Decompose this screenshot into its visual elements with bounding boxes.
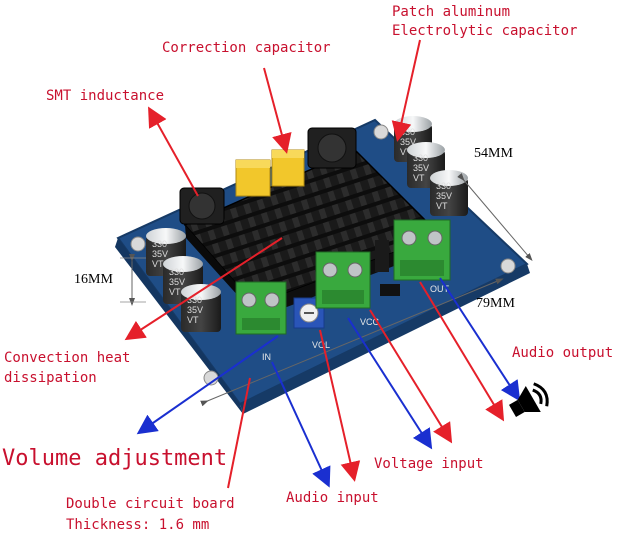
cap-marking: VT <box>413 173 425 183</box>
dimension-width-label: 54MM <box>474 146 513 161</box>
arrow-volume-adjustment <box>136 335 279 435</box>
electrolytic-capacitor: 330 35V VT <box>430 170 468 216</box>
arrow-double-board <box>227 377 251 489</box>
dimension-length <box>200 278 504 407</box>
cap-marking: VT <box>187 315 199 325</box>
cap-marking: VT <box>152 259 164 269</box>
cap-marking: 330 <box>187 295 202 305</box>
terminal-voltage-in <box>315 251 371 309</box>
arrow-audio-input <box>271 361 331 488</box>
arrow-correction-capacitor <box>263 67 292 154</box>
label-double-circuit-board: Double circuit board <box>66 496 235 512</box>
silk-label-in: IN <box>262 352 271 362</box>
label-correction-capacitor: Correction capacitor <box>162 40 331 56</box>
cap-marking: 35V <box>187 305 203 315</box>
dimension-height <box>120 254 146 306</box>
label-voltage-input: Voltage input <box>374 456 484 472</box>
mount-hole <box>373 124 389 140</box>
smt-inductor-left <box>179 187 225 225</box>
arrow-audio-output-blue <box>439 277 521 402</box>
label-smt-inductance: SMT inductance <box>46 88 165 104</box>
cap-marking: VT <box>436 201 448 211</box>
cap-marking: 35V <box>413 163 429 173</box>
arrow-smt-inductance <box>148 106 199 197</box>
label-convection-heat: Convection heat <box>4 350 131 366</box>
label-dissipation: dissipation <box>4 370 97 386</box>
cap-marking: 330 <box>400 127 415 137</box>
silk-label-vol: VOL <box>312 340 330 350</box>
cap-marking: 330 <box>436 181 451 191</box>
arrow-voltage-input-a <box>319 329 361 482</box>
label-volume-adjustment: Volume adjustment <box>2 446 228 471</box>
cap-marking: 35V <box>169 277 185 287</box>
mount-hole <box>500 258 516 274</box>
speaker-icon <box>509 382 549 418</box>
smd-diode <box>380 284 400 296</box>
cap-marking: 35V <box>152 249 168 259</box>
cap-marking: 330 <box>413 153 428 163</box>
mount-hole <box>130 236 146 252</box>
terminal-audio-in <box>235 281 287 335</box>
label-patch-aluminum: Patch aluminum <box>392 4 511 20</box>
label-electrolytic-capacitor: Electrolytic capacitor <box>392 23 578 39</box>
cap-marking: 330 <box>152 239 167 249</box>
dimension-height-label: 16MM <box>74 272 113 287</box>
dimension-width <box>457 173 533 262</box>
cap-marking: 35V <box>436 191 452 201</box>
arrow-voltage-blue <box>347 317 433 450</box>
dimension-length-label: 79MM <box>476 296 515 311</box>
cap-marking: 330 <box>169 267 184 277</box>
terminal-audio-out <box>393 219 451 281</box>
arrow-voltage-input-b <box>369 309 453 444</box>
cap-marking: 35V <box>400 137 416 147</box>
arrow-patch-capacitor <box>391 39 421 142</box>
label-audio-input: Audio input <box>286 490 379 506</box>
film-capacitors <box>235 149 305 197</box>
smt-inductor-right <box>307 127 357 169</box>
cap-marking: VT <box>400 147 412 157</box>
cap-marking: VT <box>169 287 181 297</box>
label-thickness: Thickness: 1.6 mm <box>66 517 210 533</box>
label-audio-output: Audio output <box>512 345 614 361</box>
arrow-audio-output <box>419 281 505 422</box>
smd-chip <box>375 240 389 272</box>
arrow-convection <box>124 237 283 341</box>
